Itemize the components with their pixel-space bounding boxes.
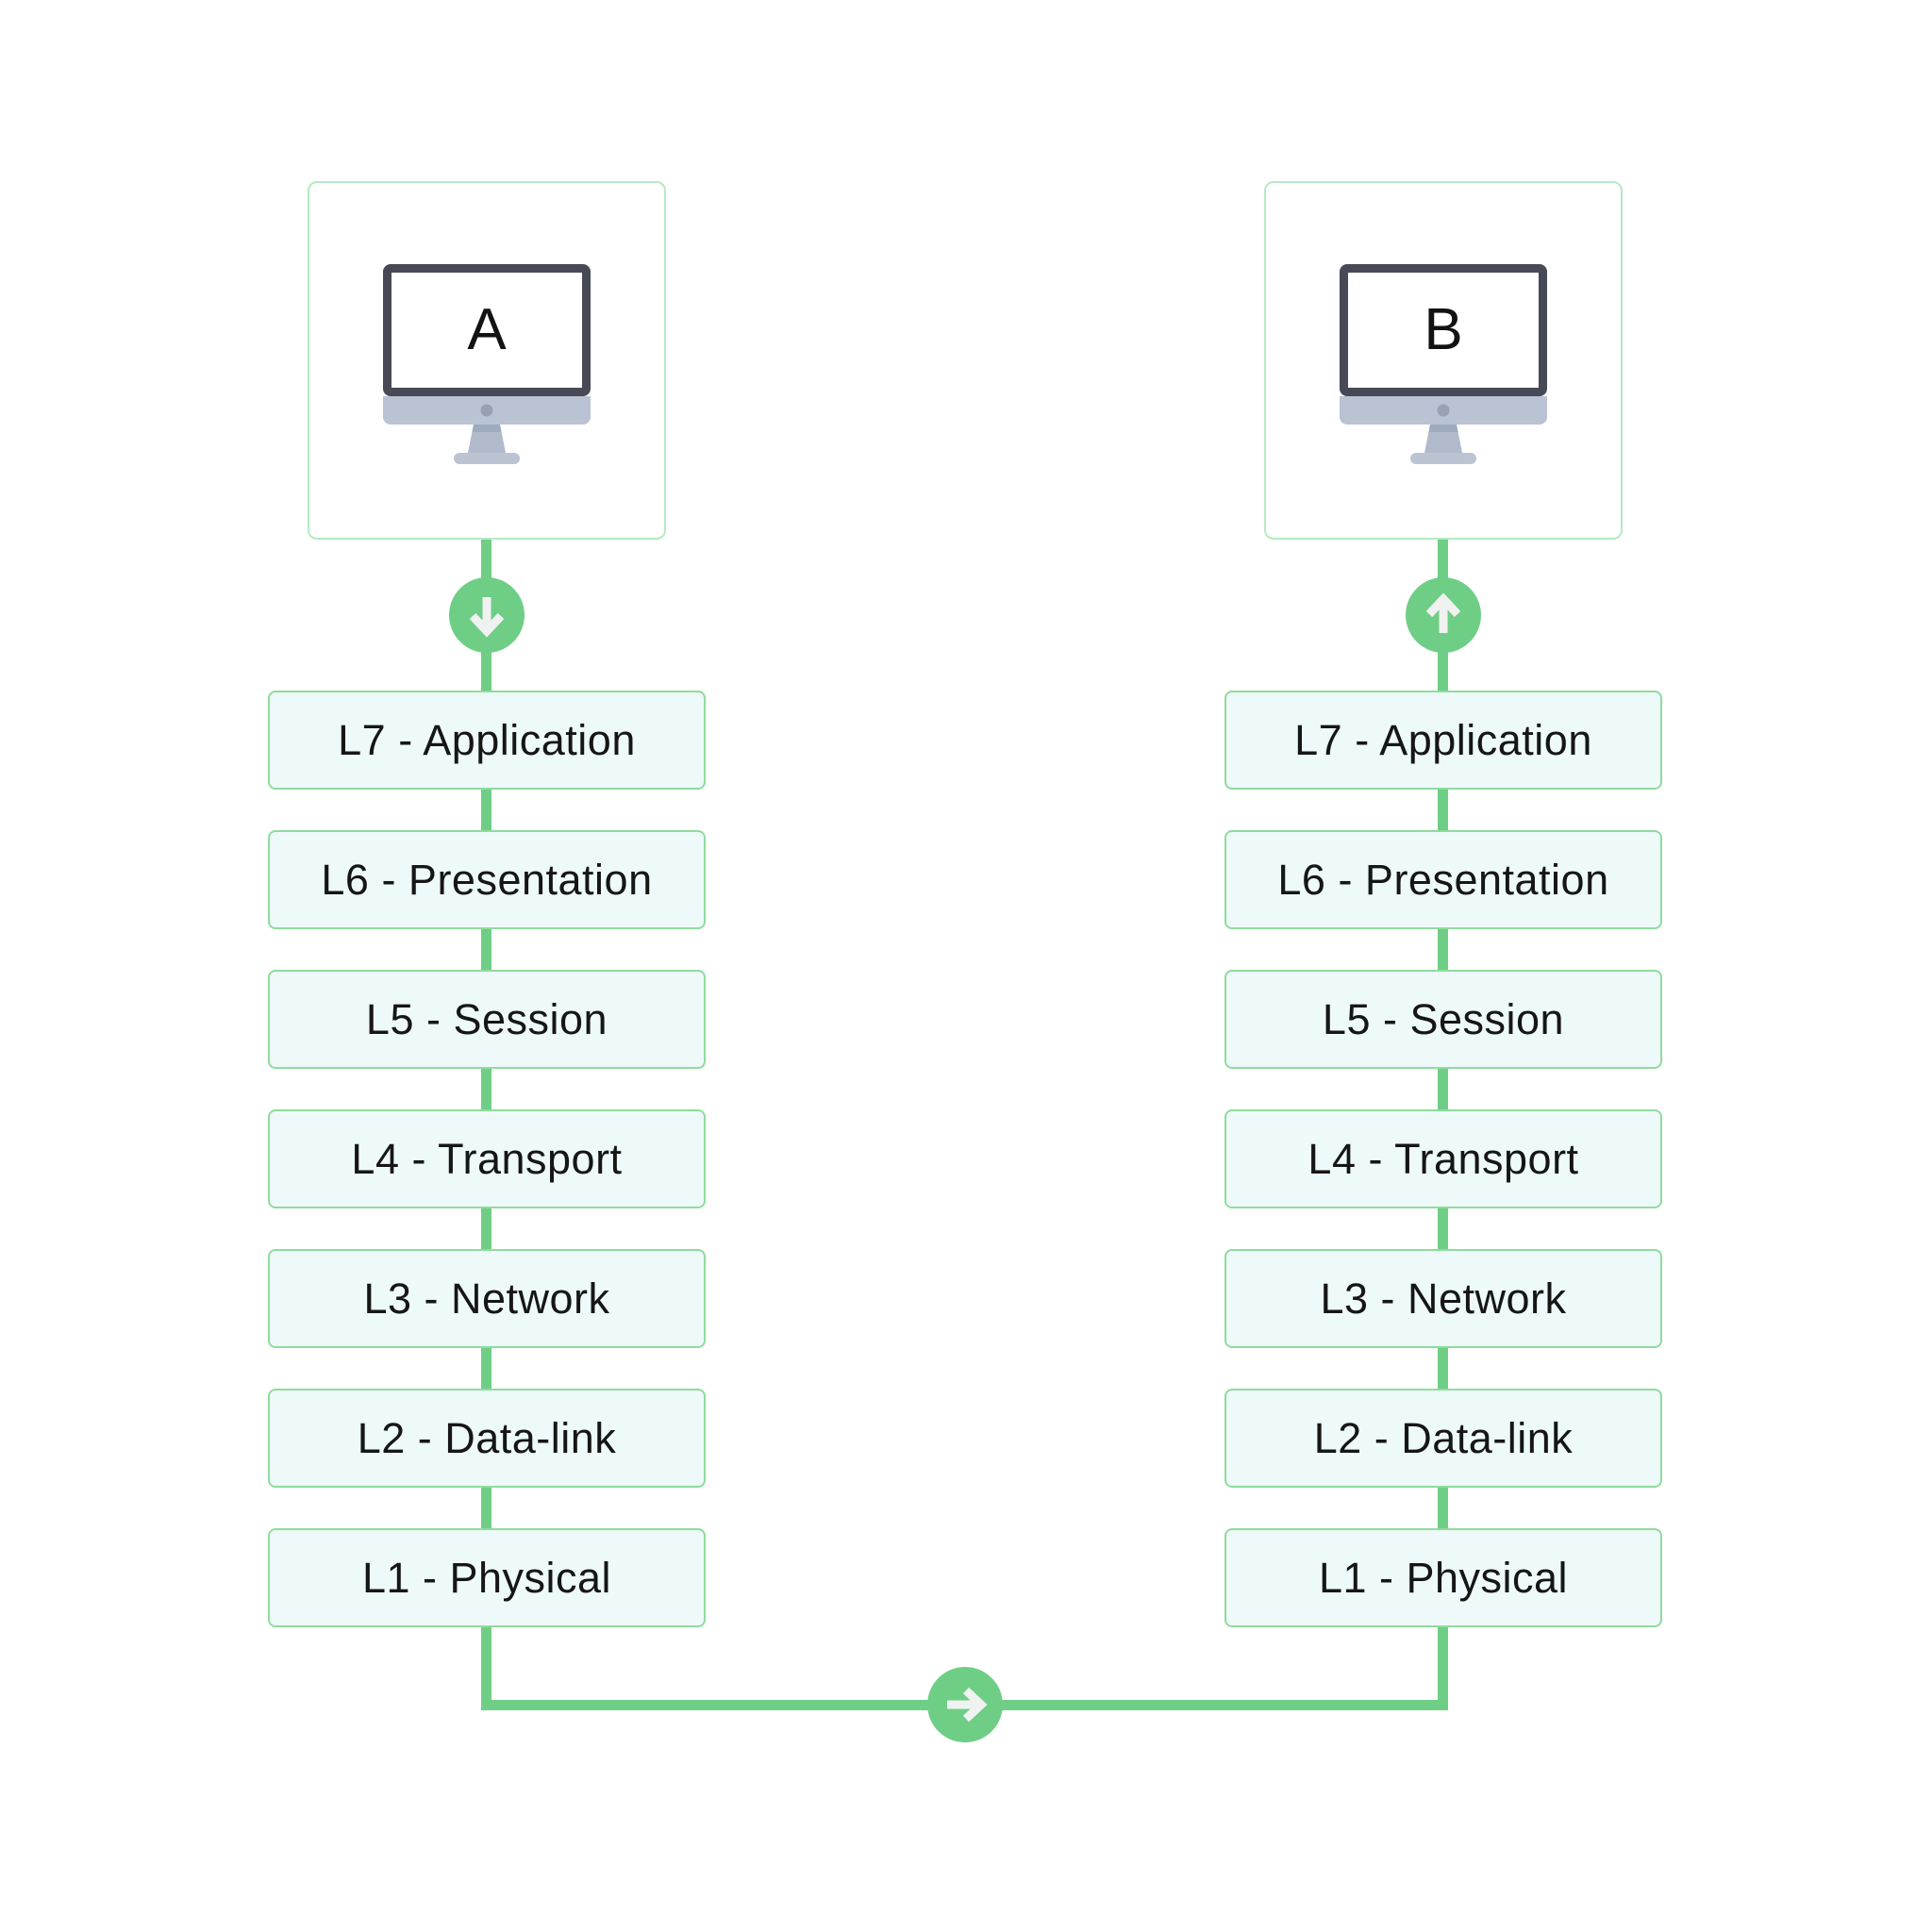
layer-box-b-l3: L3 - Network xyxy=(1224,1249,1662,1348)
layer-box-b-l7: L7 - Application xyxy=(1224,691,1662,790)
arrow-right-badge xyxy=(927,1667,1003,1742)
computer-monitor-icon xyxy=(383,264,591,464)
layer-box-b-l6: L6 - Presentation xyxy=(1224,830,1662,929)
layer-box-a-l1: L1 - Physical xyxy=(268,1528,706,1627)
arrow-down-badge xyxy=(449,577,525,653)
layer-box-a-l3: L3 - Network xyxy=(268,1249,706,1348)
layer-box-b-l1: L1 - Physical xyxy=(1224,1528,1662,1627)
device-b-label: B xyxy=(1424,297,1463,362)
layer-box-a-l7: L7 - Application xyxy=(268,691,706,790)
device-b-card: B xyxy=(1264,181,1623,540)
arrow-right-icon xyxy=(927,1667,1003,1742)
layer-box-a-l5: L5 - Session xyxy=(268,970,706,1069)
arrow-down-icon xyxy=(449,577,525,653)
layer-box-b-l4: L4 - Transport xyxy=(1224,1109,1662,1208)
layer-box-a-l4: L4 - Transport xyxy=(268,1109,706,1208)
layer-box-b-l2: L2 - Data-link xyxy=(1224,1389,1662,1488)
layer-box-a-l6: L6 - Presentation xyxy=(268,830,706,929)
computer-monitor-icon xyxy=(1340,264,1547,464)
layer-box-b-l5: L5 - Session xyxy=(1224,970,1662,1069)
arrow-up-badge xyxy=(1406,577,1481,653)
arrow-up-icon xyxy=(1406,577,1481,653)
device-a-label: A xyxy=(467,297,507,362)
device-a-card: A xyxy=(308,181,666,540)
layer-box-a-l2: L2 - Data-link xyxy=(268,1389,706,1488)
